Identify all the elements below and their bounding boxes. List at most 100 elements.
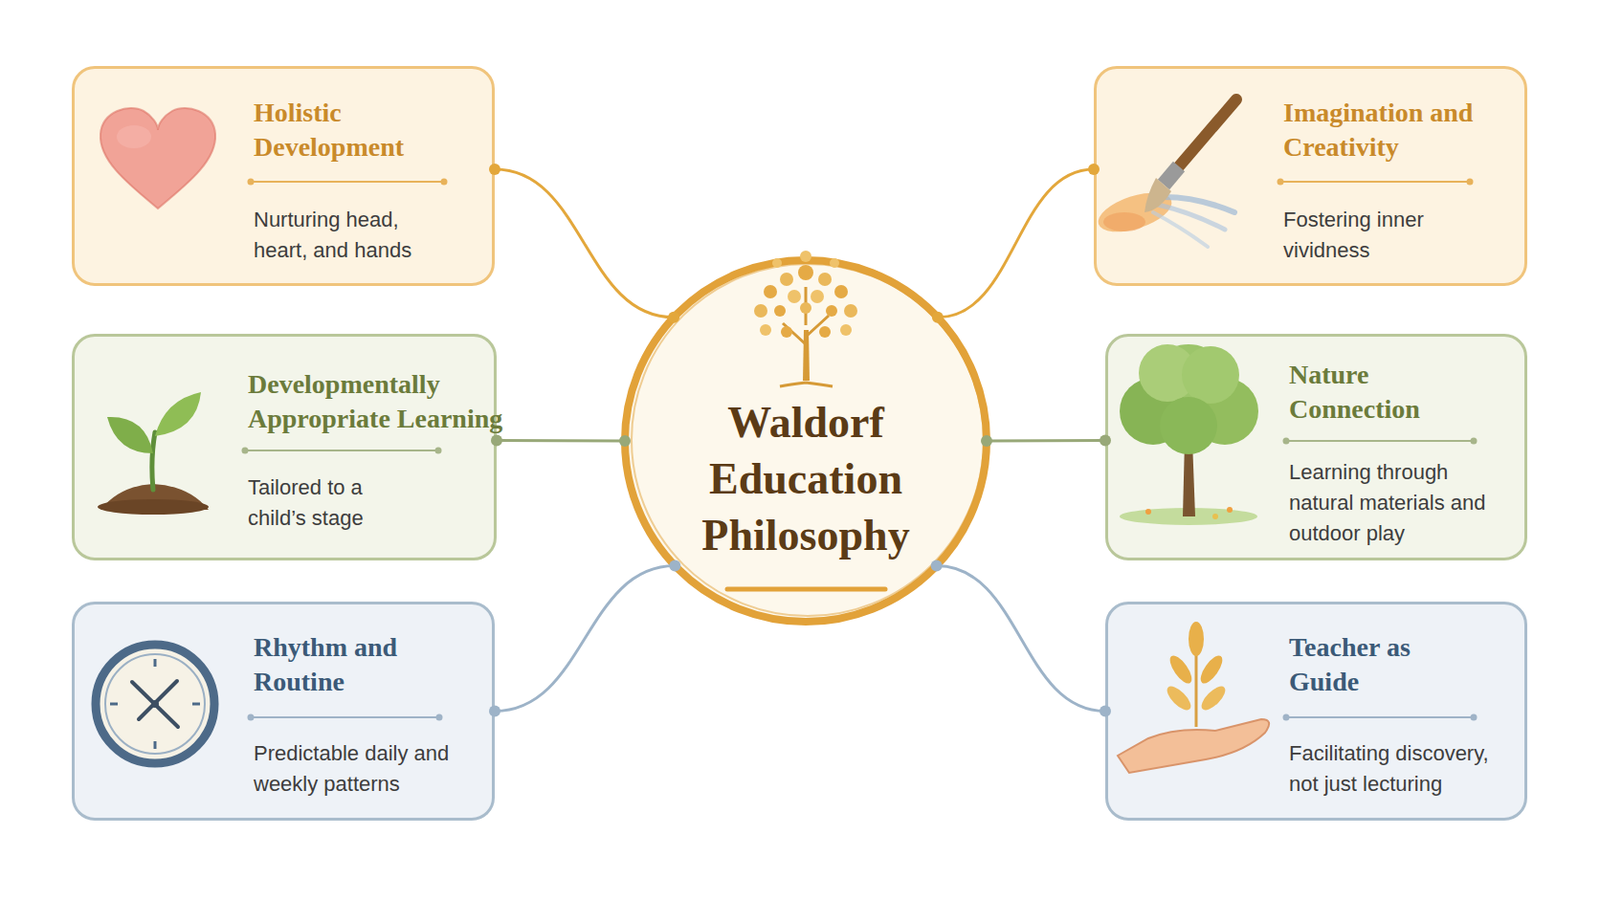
paintbrush-icon <box>1159 197 1235 213</box>
clock-icon <box>132 682 178 728</box>
tree-emblem <box>779 382 833 387</box>
clock-icon <box>95 644 215 764</box>
tree-emblem <box>772 258 782 268</box>
paintbrush-icon <box>1144 177 1172 213</box>
hand-icon <box>1188 622 1204 657</box>
box-heading: Rhythm and Routine <box>253 630 450 700</box>
heading-underline <box>1470 438 1478 445</box>
clock-icon <box>154 659 157 667</box>
tree-emblem <box>759 324 772 336</box>
tree-emblem <box>819 326 831 338</box>
tree-icon <box>1119 344 1259 526</box>
heading-underline <box>250 716 440 719</box>
sprout-icon <box>100 484 209 511</box>
box-body: Learning through natural materials and o… <box>1288 457 1515 550</box>
heading-underline <box>1470 714 1478 722</box>
box-body: Fostering inner vividness <box>1283 204 1480 267</box>
tree-icon <box>1162 421 1214 450</box>
heart-icon <box>100 108 216 209</box>
clock-icon <box>95 644 215 764</box>
box-heading: Developmentally Appropriate Learning <box>247 367 521 437</box>
clock-icon <box>192 703 200 707</box>
tree-emblem <box>810 289 824 304</box>
tree-emblem <box>844 304 858 318</box>
tree-emblem <box>754 250 858 387</box>
connector-line <box>494 169 674 318</box>
tree-emblem <box>754 304 768 318</box>
heading-underline <box>1466 178 1474 186</box>
heading-underline <box>1283 438 1290 445</box>
connector-dot <box>667 311 680 324</box>
tree-icon <box>1145 344 1232 431</box>
clock-icon <box>110 703 118 707</box>
box-heading: Teacher as Guide <box>1288 630 1486 700</box>
hand-icon <box>1166 652 1197 688</box>
tree-emblem <box>780 326 793 338</box>
principle-box: Developmentally Appropriate LearningTail… <box>71 333 497 561</box>
tree-emblem <box>782 287 829 345</box>
tree-emblem <box>825 305 838 317</box>
connector-line <box>494 566 675 712</box>
tree-emblem <box>798 265 814 281</box>
principle-box: Holistic DevelopmentNurturing head, hear… <box>71 66 495 287</box>
tree-emblem <box>774 305 786 317</box>
box-body: Predictable daily and weekly patterns <box>253 738 461 800</box>
tree-emblem <box>840 324 852 336</box>
tree-icon <box>1119 377 1187 445</box>
paintbrush-icon <box>1153 212 1208 247</box>
principle-box: Imagination and CreativityFostering inne… <box>1093 66 1528 287</box>
box-body: Nurturing head, heart, and hands <box>253 204 450 267</box>
center-title: Waldorf Education Philosophy <box>671 394 940 564</box>
connector-dot <box>931 560 943 573</box>
principle-box: Rhythm and RoutinePredictable daily and … <box>71 601 495 822</box>
heading-underline <box>242 447 249 455</box>
heading-underline <box>242 178 1478 722</box>
circle-ring <box>631 264 984 617</box>
heading-underline <box>436 714 444 722</box>
connector-line <box>496 439 625 444</box>
tree-emblem <box>829 258 840 268</box>
heading-underline <box>1280 180 1470 183</box>
connector-line <box>937 169 1094 318</box>
sprout-icon <box>155 392 201 437</box>
heading-underline <box>247 178 255 186</box>
box-body: Facilitating discovery, not just lecturi… <box>1288 738 1519 800</box>
tree-icon <box>1226 507 1233 513</box>
connector-dot <box>1088 163 1100 176</box>
tree-icon <box>1182 440 1196 517</box>
paintbrush-icon <box>1163 166 1179 185</box>
principle-box: Nature ConnectionLearning through natura… <box>1105 333 1528 561</box>
heading-underline <box>247 714 255 722</box>
hand-icon <box>1197 652 1227 688</box>
circle-ring <box>624 260 987 623</box>
heading-underline <box>250 180 445 183</box>
tree-emblem <box>800 250 812 263</box>
sprout-icon <box>107 417 154 454</box>
tree-emblem <box>834 285 848 299</box>
heading-underline <box>1277 178 1285 186</box>
heart-icon <box>100 108 216 209</box>
tree-icon <box>1145 509 1152 515</box>
heart-icon <box>100 108 216 209</box>
paintbrush-icon <box>1093 99 1237 247</box>
paintbrush-icon <box>1157 204 1225 230</box>
sprout-icon <box>152 432 156 490</box>
tree-emblem <box>763 285 778 299</box>
clock-icon <box>105 654 205 755</box>
heading-underline <box>1286 716 1474 719</box>
center-circle: Waldorf Education Philosophy <box>619 254 993 628</box>
tree-icon <box>1138 344 1197 402</box>
clock-icon <box>138 681 178 720</box>
hand-icon <box>1163 683 1196 715</box>
tree-icon <box>1191 377 1259 445</box>
tree-emblem <box>802 330 810 381</box>
heading-underline <box>441 178 448 186</box>
paintbrush-icon <box>1178 99 1237 167</box>
connector-dot <box>619 435 631 447</box>
paintbrush-icon <box>1103 212 1146 232</box>
box-heading: Holistic Development <box>253 95 474 165</box>
tree-icon <box>1181 346 1240 404</box>
heading-underline <box>244 449 439 452</box>
